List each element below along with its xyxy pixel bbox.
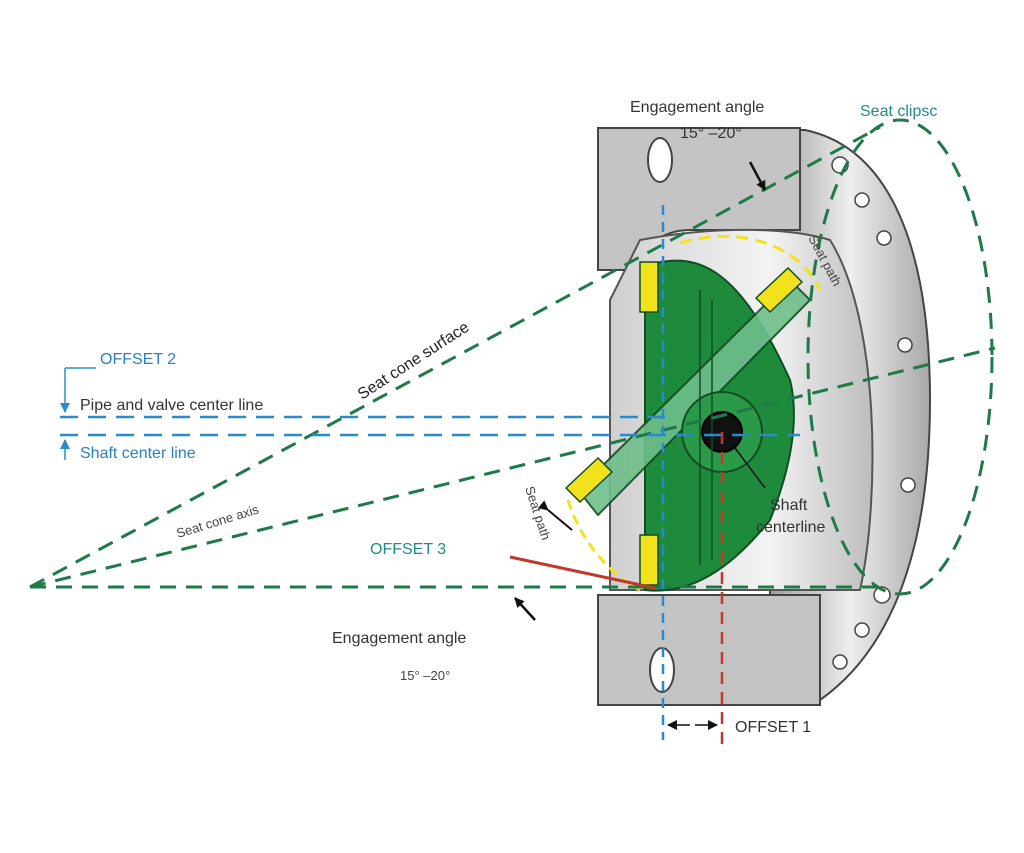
engagement-arrow-bottom: [514, 597, 536, 621]
shaft-centerline-leader: [734, 447, 766, 489]
engagement-range-top-label: 15° –20°: [680, 125, 742, 142]
bolt-hole-top-left: [647, 137, 673, 183]
engagement-range-bottom-label: 15° –20°: [400, 668, 450, 683]
offset-3-line: [509, 555, 656, 590]
shaft-center-line-label: Shaft center line: [80, 445, 196, 462]
seat-path-bottom-label: Seat path: [522, 484, 553, 542]
engagement-arrow-top: [748, 161, 767, 191]
engagement-angle-bottom-label: Engagement angle: [332, 630, 466, 647]
seat-cone-axis-label: Seat cone axis: [174, 501, 260, 540]
seat-path-top-arc: [679, 235, 822, 291]
offset-2-marker: [60, 367, 96, 460]
offset-3-label: OFFSET 3: [370, 541, 446, 558]
seat-cone: [29, 118, 996, 596]
seat-ellipse-label: Seat clipsc: [860, 103, 937, 120]
shaft-centerline-label-b: centerline: [756, 519, 825, 536]
seat-cone-surface-label: Seat cone surface: [355, 319, 473, 404]
offset-2-label: OFFSET 2: [100, 351, 176, 368]
pipe-valve-center-line-label: Pipe and valve center line: [80, 397, 263, 414]
center-lines: [60, 205, 800, 740]
shaft-centerline-label-a: Shaft: [770, 497, 808, 514]
offset-1-label: OFFSET 1: [735, 719, 811, 736]
engagement-angle-top-label: Engagement angle: [630, 99, 764, 116]
seat-path-arrow: [537, 500, 573, 531]
